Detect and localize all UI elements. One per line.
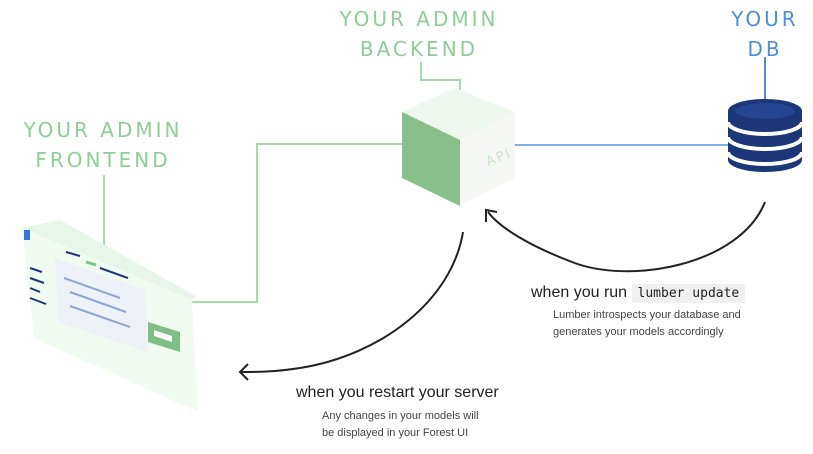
update-caption: when you run lumber update bbox=[531, 284, 746, 303]
db-to-backend-arrow bbox=[487, 201, 766, 273]
backend-title-line1: YOUR ADMIN bbox=[339, 7, 499, 31]
update-description: Lumber introspects your database and gen… bbox=[553, 307, 741, 341]
db-title-line2: DB bbox=[747, 37, 783, 61]
update-desc-line1: Lumber introspects your database and bbox=[553, 309, 741, 321]
restart-desc-line2: be displayed in your Forest UI bbox=[322, 427, 469, 439]
restart-caption: when you restart your server bbox=[296, 384, 499, 401]
db-title-line1: YOUR bbox=[731, 7, 799, 31]
backend-title-line2: BACKEND bbox=[359, 37, 479, 61]
backend-to-frontend-arrowhead bbox=[238, 363, 249, 381]
update-desc-line2: generates your models accordingly bbox=[553, 326, 724, 338]
backend-title: YOUR ADMIN BACKEND bbox=[334, 4, 504, 64]
backend-cube bbox=[402, 88, 515, 206]
frontend-title-line2: FRONTEND bbox=[35, 148, 171, 172]
update-caption-prefix: when you run bbox=[531, 284, 628, 301]
db-title: YOUR DB bbox=[720, 4, 810, 64]
frontend-illustration bbox=[22, 220, 198, 412]
frontend-title: YOUR ADMIN FRONTEND bbox=[18, 115, 188, 175]
backend-frontend-connector bbox=[190, 143, 402, 303]
db-to-backend-arrowhead bbox=[485, 208, 498, 222]
update-command: lumber update bbox=[631, 284, 746, 303]
frontend-title-line1: YOUR ADMIN bbox=[23, 118, 183, 142]
restart-desc-line1: Any changes in your models will bbox=[322, 410, 479, 422]
database-icon bbox=[726, 99, 804, 172]
restart-description: Any changes in your models will be displ… bbox=[322, 408, 479, 442]
backend-to-frontend-arrow bbox=[240, 231, 464, 373]
